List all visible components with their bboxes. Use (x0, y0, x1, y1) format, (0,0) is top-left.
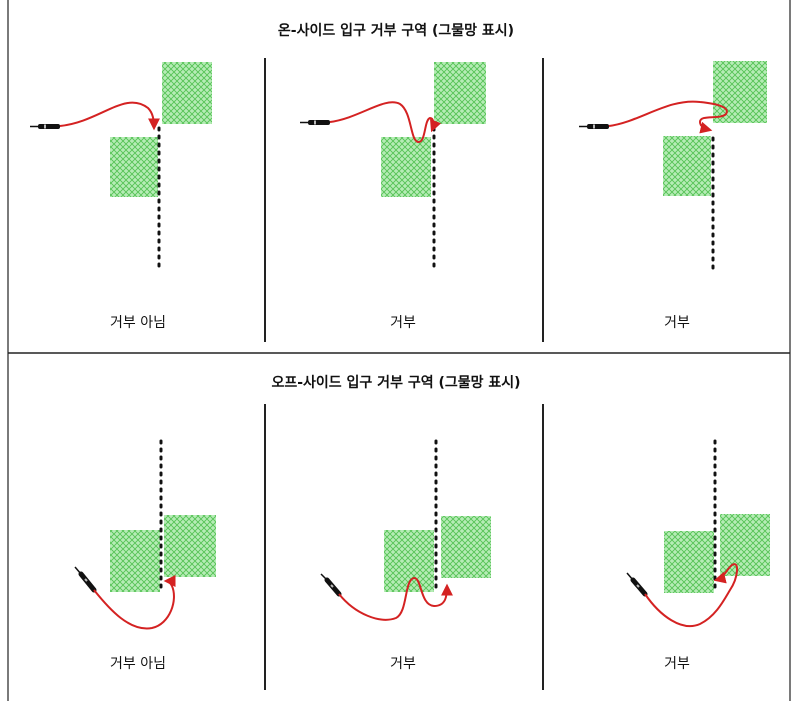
section-title-on-side: 온-사이드 입구 거부 구역 (그물망 표시) (277, 23, 515, 39)
bottom-panel-1 (74, 439, 216, 630)
top-panel-3 (579, 61, 767, 274)
stylus-icon (74, 566, 97, 593)
section-title-off-side: 오프-사이드 입구 거부 구역 (그물망 표시) (271, 375, 521, 391)
stroke-path (93, 575, 176, 630)
panel-caption: 거부 아님 (110, 656, 166, 672)
bottom-panel-2 (320, 439, 491, 621)
rejection-zone (164, 515, 216, 577)
panel-caption: 거부 (664, 315, 690, 331)
panel-caption: 거부 (664, 656, 690, 672)
panel-caption: 거부 (390, 315, 416, 331)
stroke-path (608, 100, 728, 134)
rejection-zone (713, 61, 767, 123)
stroke-path (59, 101, 160, 131)
stroke-path (644, 563, 738, 627)
top-panel-2 (300, 62, 486, 274)
rejection-zone (162, 62, 212, 124)
stylus-icon (626, 572, 648, 597)
rejection-zone (664, 531, 714, 593)
stroke-path (338, 576, 453, 621)
stylus-icon (300, 120, 330, 125)
stylus-icon (320, 573, 342, 597)
stylus-icon (579, 124, 609, 129)
top-panel-1 (30, 62, 212, 274)
rejection-zone (381, 137, 431, 197)
rejection-zone (110, 530, 160, 592)
rejection-zone (663, 136, 711, 196)
rejection-zone (110, 137, 158, 197)
bottom-panel-3 (626, 439, 770, 627)
stylus-icon (30, 124, 60, 129)
rejection-zone (434, 62, 486, 124)
rejection-zone (720, 514, 770, 576)
stroke-path (329, 101, 442, 143)
rejection-zone (441, 516, 491, 578)
panel-caption: 거부 아님 (110, 315, 166, 331)
panel-caption: 거부 (390, 656, 416, 672)
